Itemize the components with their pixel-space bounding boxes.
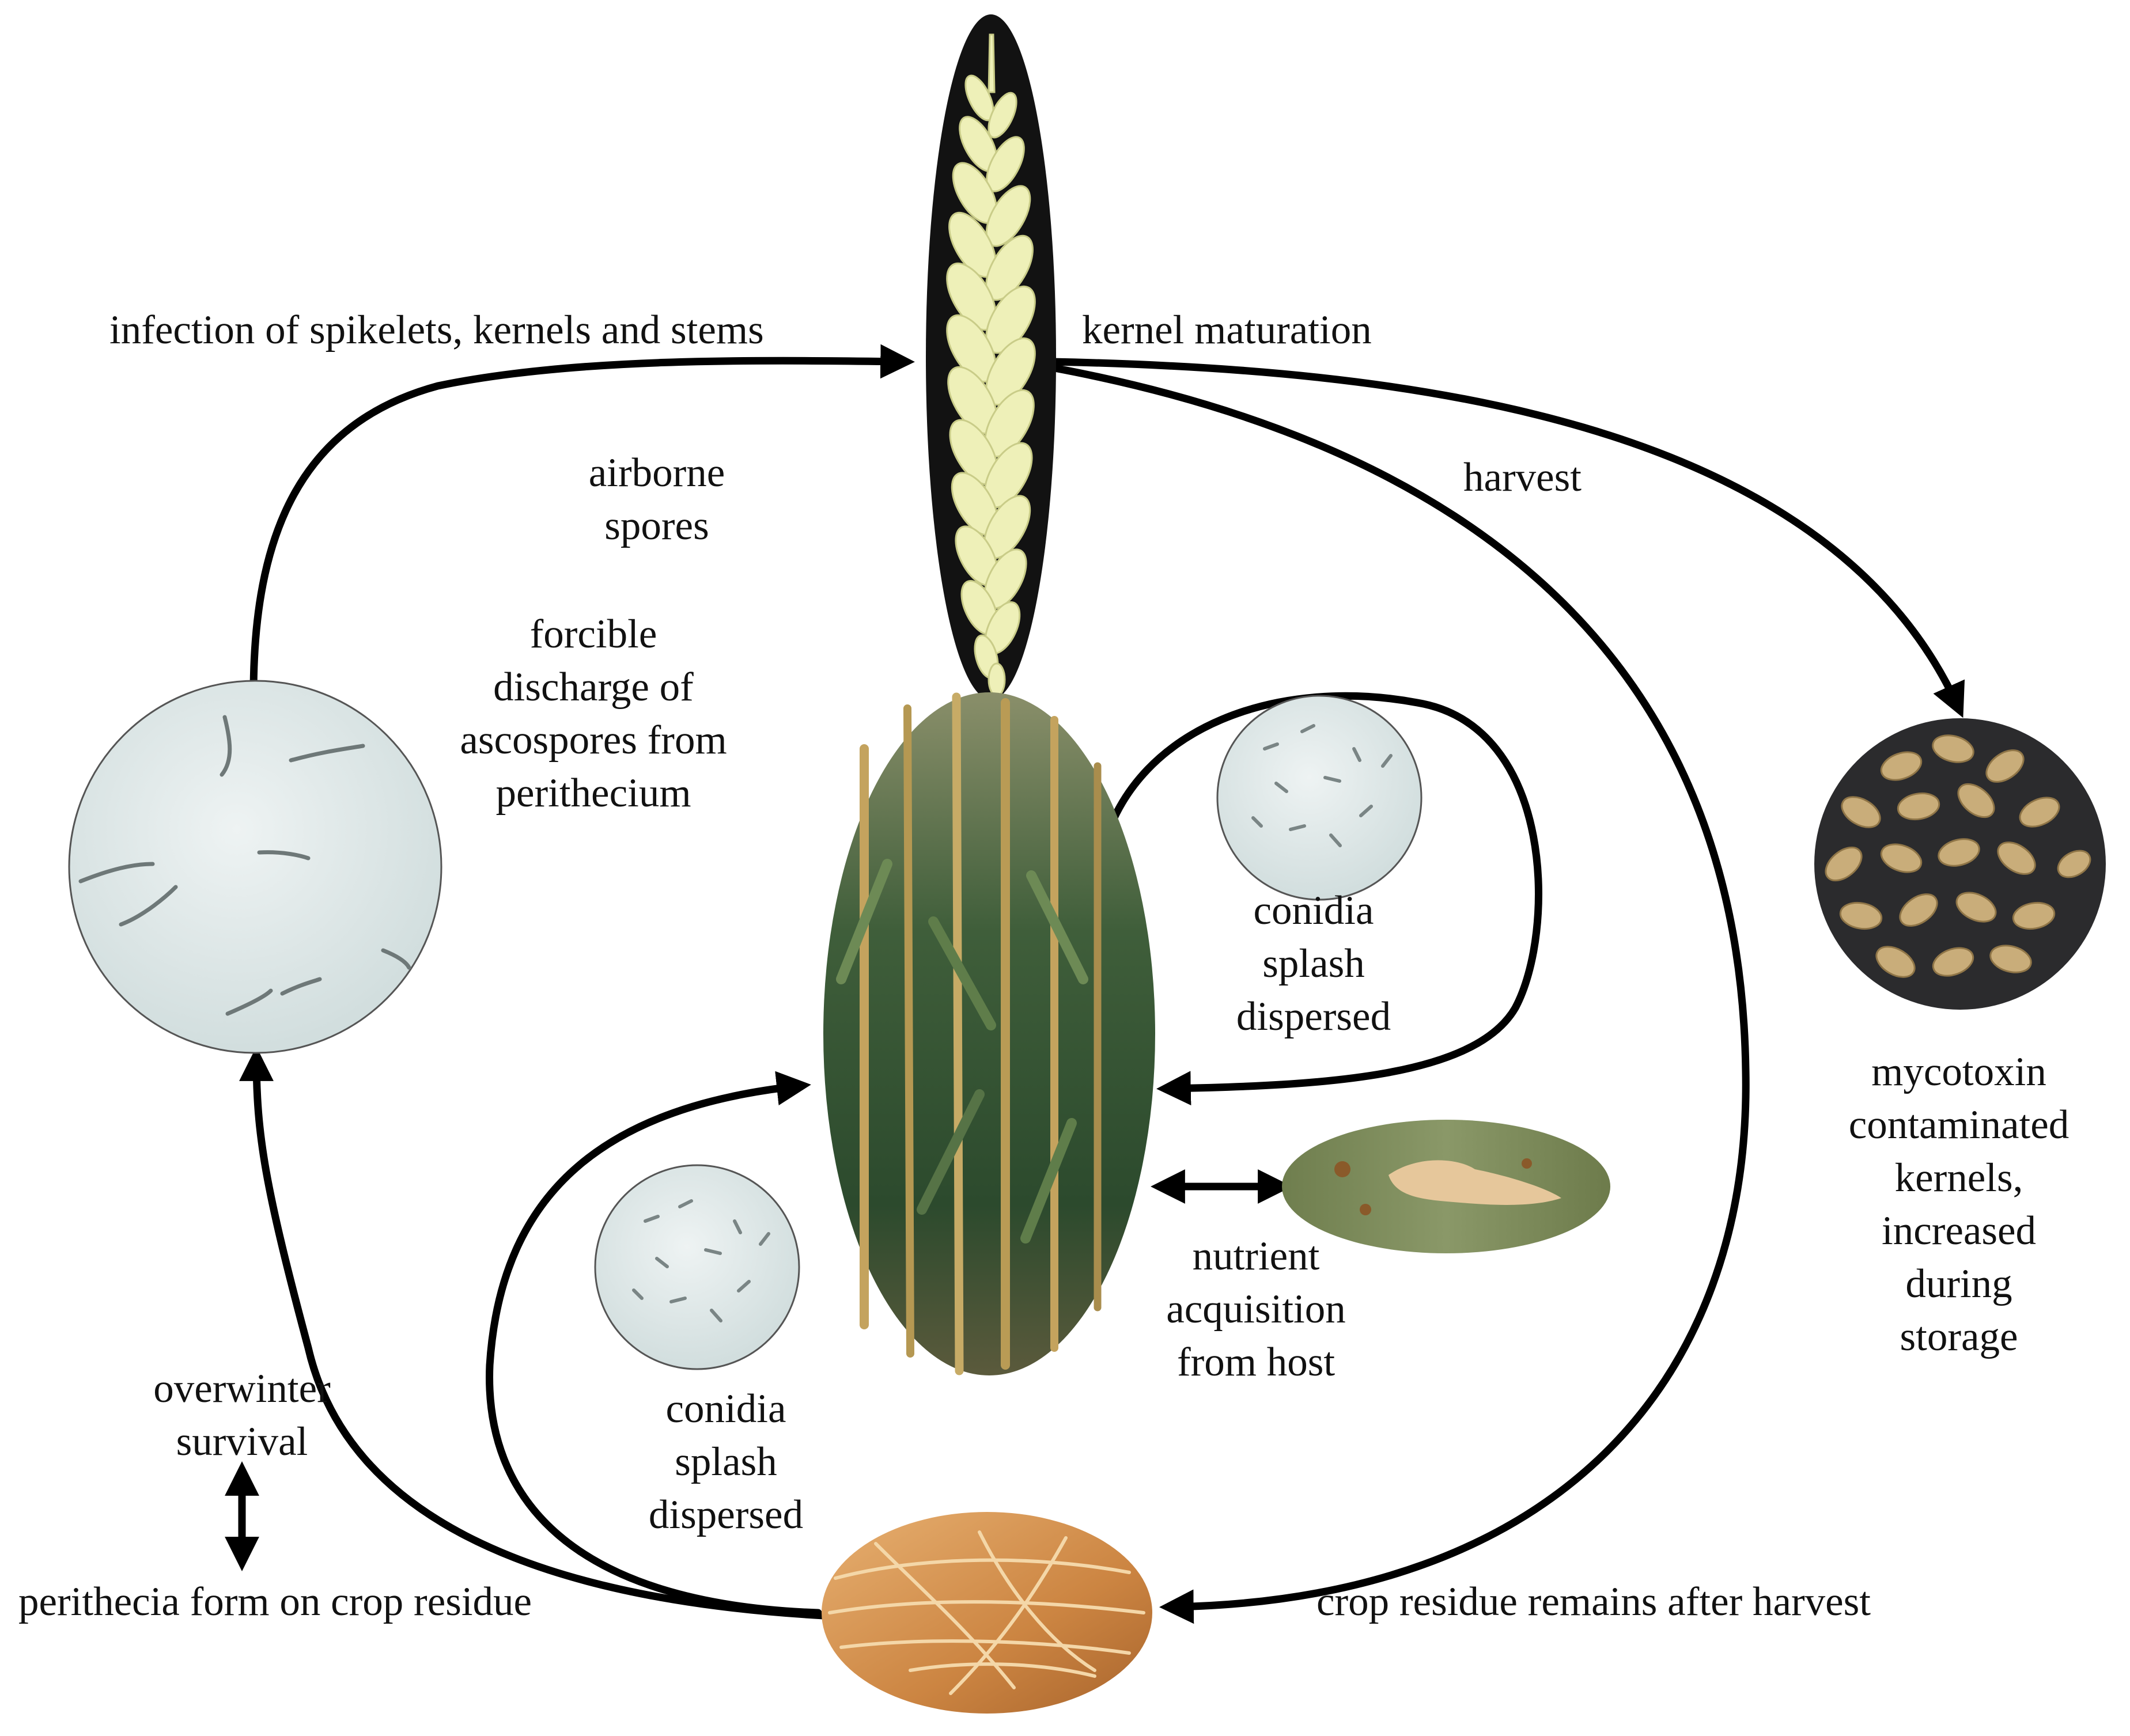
- conidia-micrograph-lower: [594, 1164, 800, 1370]
- conidia-micrograph-upper: [1216, 695, 1422, 901]
- leaf-lesion-image: [1282, 1120, 1610, 1253]
- label-nutrient-acquisition: nutrient acquisition from host: [1166, 1234, 1346, 1385]
- arrow-perithecia: [239, 1047, 828, 1620]
- cycle-arrows: [225, 344, 1965, 1624]
- label-conidia-upper: conidia splash dispersed: [1236, 888, 1391, 1039]
- arrow-airborne-spores: [249, 344, 915, 698]
- ascospore-micrograph: [68, 680, 442, 1054]
- wheat-spike-image: [926, 14, 1056, 700]
- label-forcible-discharge: forcible discharge of ascospores from pe…: [460, 612, 727, 816]
- label-harvest: harvest: [1463, 455, 1582, 500]
- spike-grains: [946, 33, 1036, 697]
- wheat-plants-image: [823, 692, 1155, 1375]
- label-infection: infection of spikelets, kernels and stem…: [109, 308, 764, 352]
- label-airborne-spores: airborne spores: [588, 450, 725, 548]
- label-overwinter-survival: overwinter survival: [153, 1366, 331, 1464]
- label-kernel-maturation: kernel maturation: [1082, 308, 1372, 352]
- label-mycotoxin: mycotoxin contaminated kernels, increase…: [1848, 1049, 2070, 1359]
- arrow-harvest: [1047, 363, 1750, 1624]
- arrow-conidia-lower: [486, 1071, 822, 1617]
- arrow-conidia-upper: [1099, 692, 1542, 1106]
- crop-residue-image: [822, 1512, 1152, 1714]
- label-conidia-lower: conidia splash dispersed: [648, 1386, 804, 1537]
- label-perithecia-form: perithecia form on crop residue: [18, 1579, 532, 1624]
- stored-kernels-image: [1814, 718, 2106, 1010]
- arrow-kernel-maturation: [1047, 358, 1965, 718]
- label-crop-residue-remains: crop residue remains after harvest: [1316, 1579, 1871, 1624]
